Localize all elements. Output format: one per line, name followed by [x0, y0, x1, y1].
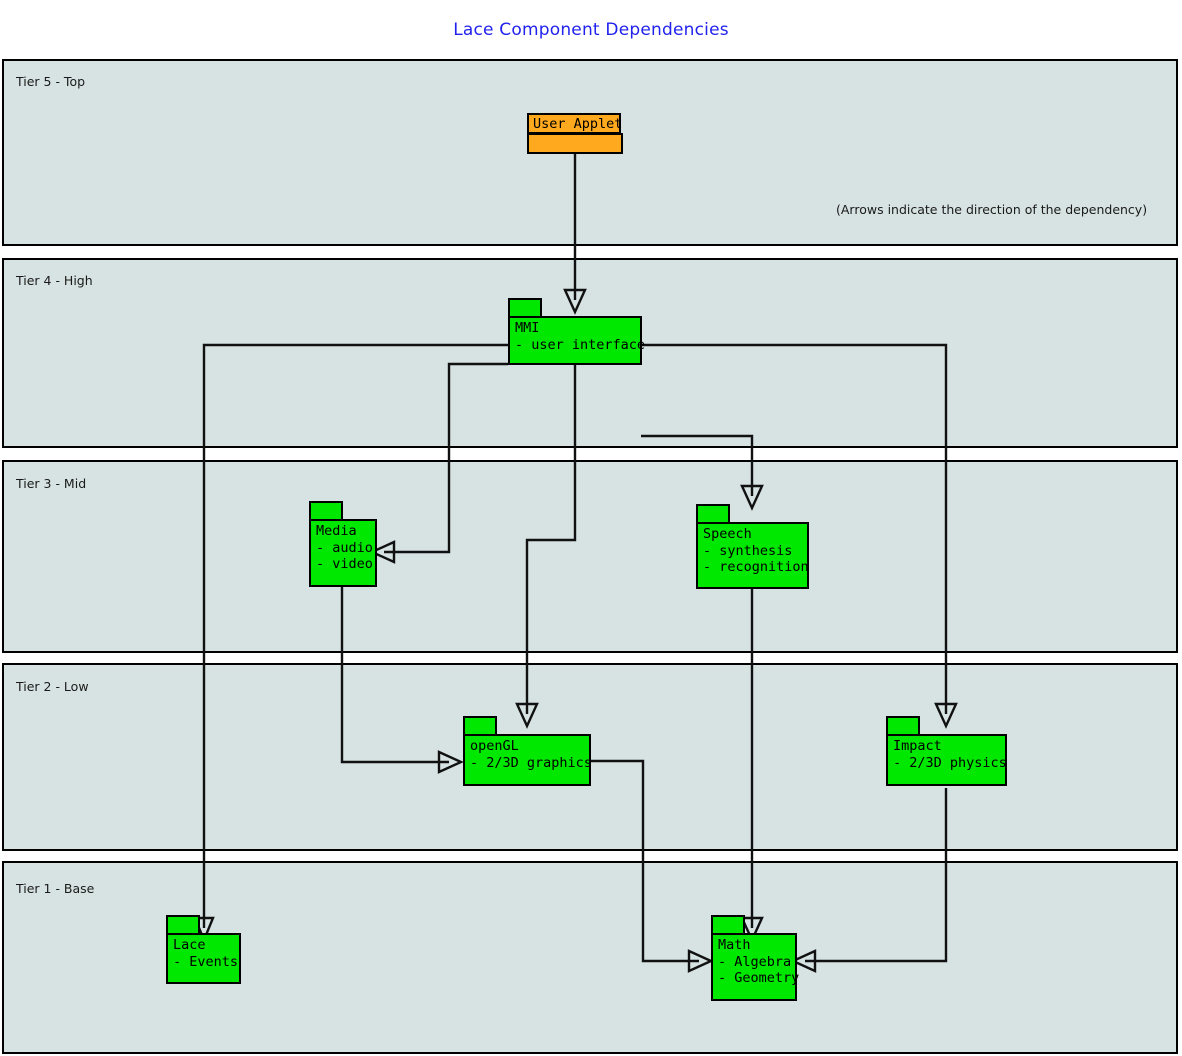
media-tab	[309, 501, 343, 521]
speech-body: Speech - synthesis - recognition	[696, 522, 809, 589]
user-applet-body	[527, 133, 623, 154]
page-title: Lace Component Dependencies	[453, 20, 729, 40]
tier-band-3	[2, 460, 1178, 653]
math-item-1: - Geometry	[718, 970, 800, 986]
mmi-item-0: - user interface	[515, 336, 646, 353]
opengl-name: openGL	[470, 738, 519, 754]
opengl-tab	[463, 716, 497, 736]
tier-label-4: Tier 4 - High	[16, 273, 93, 288]
tier-label-3: Tier 3 - Mid	[16, 476, 87, 491]
lace-body: Lace - Events	[166, 933, 241, 984]
math-body: Math - Algebra - Geometry	[711, 933, 800, 1001]
impact-name: Impact	[893, 738, 942, 754]
tier-label-2: Tier 2 - Low	[16, 679, 89, 694]
media-item-0: - audio	[316, 539, 373, 556]
media-body: Media - audio - video	[309, 519, 377, 587]
mmi-tab	[508, 298, 542, 318]
speech-item-1: - recognition	[703, 559, 809, 575]
legend-note: (Arrows indicate the direction of the de…	[836, 202, 1148, 217]
media-item-1: - video	[316, 556, 373, 572]
tier-label-1: Tier 1 - Base	[16, 881, 95, 896]
math-tab	[711, 915, 745, 935]
lace-tab	[166, 915, 200, 935]
impact-body: Impact - 2/3D physics	[886, 734, 1007, 786]
opengl-item-0: - 2/3D graphics	[470, 754, 592, 771]
tier-label-5: Tier 5 - Top	[16, 74, 86, 89]
opengl-body: openGL - 2/3D graphics	[463, 734, 592, 786]
mmi-name: MMI	[515, 320, 540, 336]
speech-tab	[696, 504, 730, 524]
impact-tab	[886, 716, 920, 736]
impact-item-0: - 2/3D physics	[893, 754, 1007, 771]
math-name: Math	[718, 937, 751, 953]
lace-item-0: - Events	[173, 953, 239, 970]
media-name: Media	[316, 523, 357, 539]
lace-name: Lace	[173, 937, 206, 953]
speech-item-0: - synthesis	[703, 542, 793, 559]
user-applet-label: User Applet	[527, 113, 622, 134]
speech-name: Speech	[703, 526, 752, 542]
math-item-0: - Algebra	[718, 953, 792, 970]
mmi-body: MMI - user interface	[508, 316, 646, 365]
